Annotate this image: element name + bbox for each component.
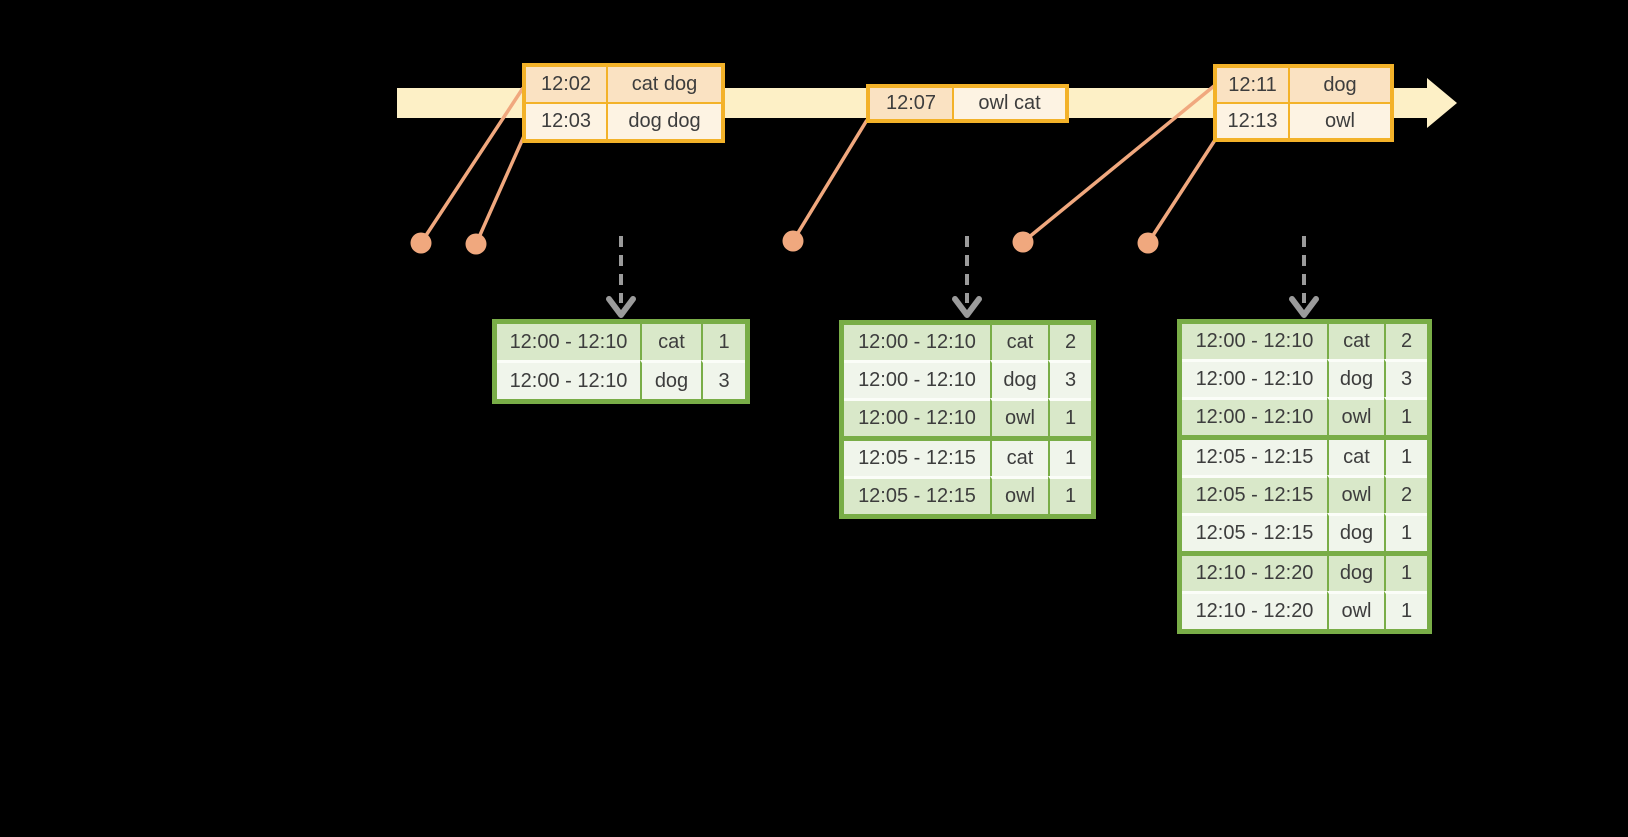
result-count-cell: 2 <box>1048 325 1091 360</box>
result-window-cell: 12:00 - 12:10 <box>844 398 990 436</box>
result-word-cell: cat <box>1327 435 1384 475</box>
event-time-cell: 12:11 <box>1217 68 1288 102</box>
result-window-cell: 12:05 - 12:15 <box>844 476 990 514</box>
event-connector-line <box>1146 139 1217 244</box>
result-count-cell: 1 <box>1048 398 1091 436</box>
result-word-cell: dog <box>1327 359 1384 397</box>
result-count-cell: 1 <box>701 324 745 360</box>
event-time-cell: 12:03 <box>526 102 606 139</box>
event-dot <box>1137 232 1159 254</box>
result-window-cell: 12:00 - 12:10 <box>1182 359 1327 397</box>
result-window-cell: 12:00 - 12:10 <box>844 360 990 398</box>
result-count-cell: 2 <box>1384 324 1427 359</box>
trigger-arrowhead-icon <box>1289 296 1319 318</box>
result-word-cell: cat <box>990 436 1048 476</box>
timeline-arrowhead-icon <box>1427 78 1457 128</box>
result-window-cell: 12:00 - 12:10 <box>497 324 640 360</box>
event-words-cell: dog dog <box>606 102 721 139</box>
result-count-cell: 1 <box>1384 513 1427 551</box>
result-window-cell: 12:10 - 12:20 <box>1182 591 1327 629</box>
event-connector-line <box>791 119 869 242</box>
result-count-cell: 3 <box>701 360 745 399</box>
result-window-cell: 12:10 - 12:20 <box>1182 551 1327 591</box>
result-window-cell: 12:05 - 12:15 <box>844 436 990 476</box>
result-count-cell: 1 <box>1048 436 1091 476</box>
result-count-cell: 1 <box>1384 397 1427 435</box>
result-window-cell: 12:05 - 12:15 <box>1182 435 1327 475</box>
result-word-cell: dog <box>1327 551 1384 591</box>
trigger-arrowhead-icon <box>952 296 982 318</box>
result-word-cell: cat <box>640 324 701 360</box>
event-dot <box>410 232 432 254</box>
event-dot <box>782 230 804 252</box>
event-dot <box>465 233 487 255</box>
result-word-cell: dog <box>640 360 701 399</box>
result-word-cell: cat <box>990 325 1048 360</box>
result-word-cell: dog <box>990 360 1048 398</box>
result-count-cell: 1 <box>1384 435 1427 475</box>
result-word-cell: owl <box>1327 475 1384 513</box>
result-word-cell: dog <box>1327 513 1384 551</box>
result-count-cell: 1 <box>1384 591 1427 629</box>
result-word-cell: owl <box>990 476 1048 514</box>
event-dot <box>1012 231 1034 253</box>
result-window-cell: 12:00 - 12:10 <box>497 360 640 399</box>
result-word-cell: owl <box>990 398 1048 436</box>
event-words-cell: owl <box>1288 102 1390 138</box>
event-time-cell: 12:02 <box>526 67 606 102</box>
result-window-cell: 12:05 - 12:15 <box>1182 475 1327 513</box>
event-time-cell: 12:07 <box>870 88 952 119</box>
result-count-cell: 2 <box>1384 475 1427 513</box>
result-count-cell: 1 <box>1048 476 1091 514</box>
result-count-cell: 1 <box>1384 551 1427 591</box>
result-count-cell: 3 <box>1048 360 1091 398</box>
event-words-cell: owl cat <box>952 88 1065 119</box>
result-word-cell: cat <box>1327 324 1384 359</box>
result-window-cell: 12:00 - 12:10 <box>844 325 990 360</box>
result-window-cell: 12:05 - 12:15 <box>1182 513 1327 551</box>
result-count-cell: 3 <box>1384 359 1427 397</box>
event-connector-line <box>1021 84 1216 244</box>
event-connector-line <box>474 135 526 245</box>
trigger-arrowhead-icon <box>606 296 636 318</box>
event-time-cell: 12:13 <box>1217 102 1288 138</box>
event-connector-line <box>419 87 525 244</box>
result-window-cell: 12:00 - 12:10 <box>1182 397 1327 435</box>
event-words-cell: cat dog <box>606 67 721 102</box>
event-words-cell: dog <box>1288 68 1390 102</box>
result-word-cell: owl <box>1327 397 1384 435</box>
result-window-cell: 12:00 - 12:10 <box>1182 324 1327 359</box>
result-word-cell: owl <box>1327 591 1384 629</box>
